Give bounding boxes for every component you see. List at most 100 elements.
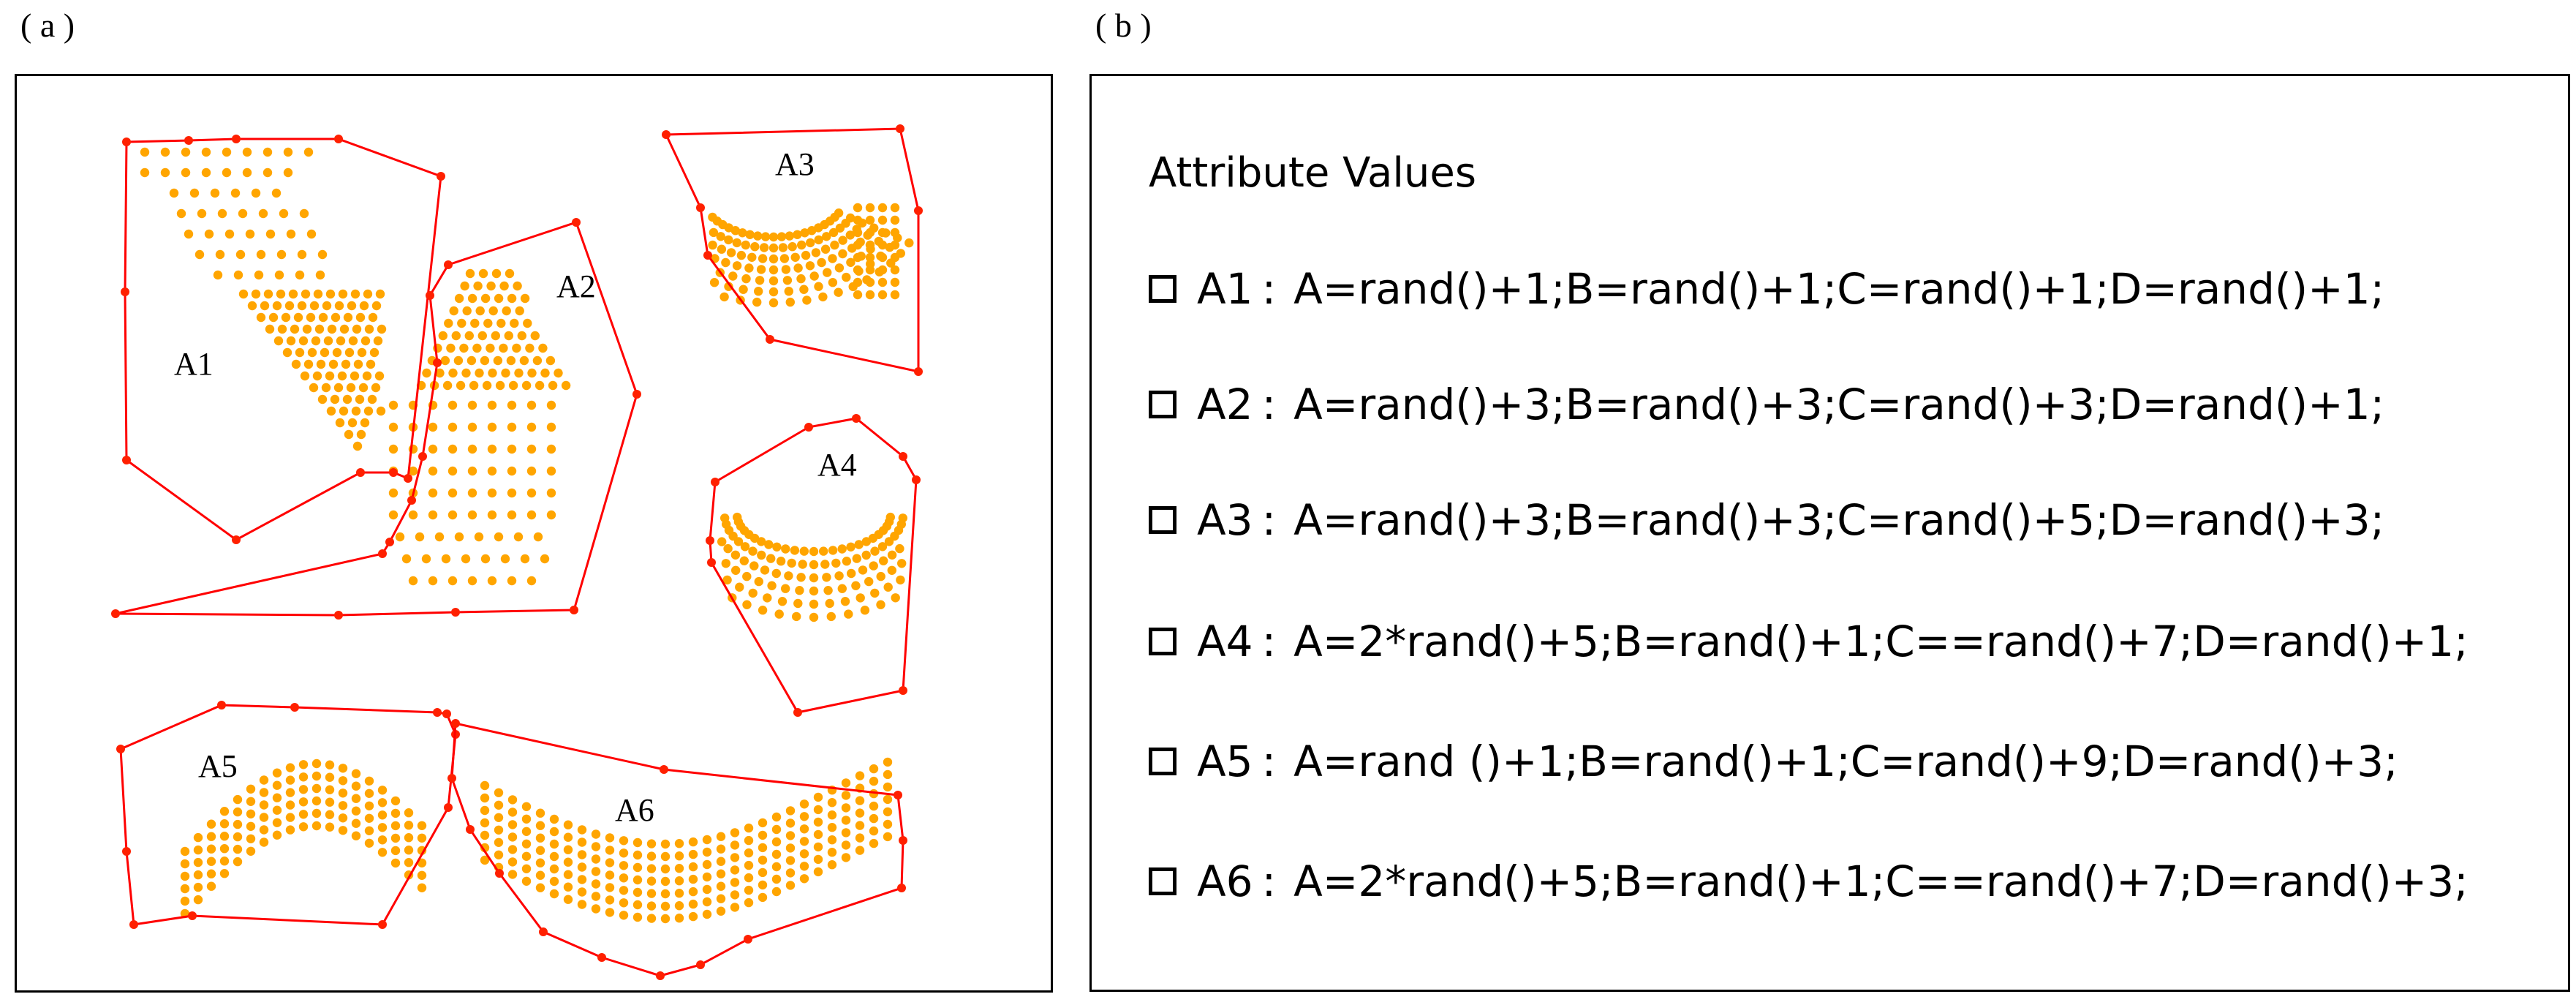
sample-point-a1 [290,324,300,334]
sample-point-a3 [853,227,863,238]
sample-point-a5 [338,764,348,773]
sample-point-a4 [793,598,803,609]
sample-point-a3 [890,252,900,263]
sample-point-a1 [233,270,243,280]
sample-point-a2 [546,444,556,454]
sample-point-a6 [605,858,615,867]
sample-point-a1 [265,229,276,239]
sample-point-a6 [688,899,698,909]
row-id: A2 [1197,380,1253,429]
sample-point-a4 [735,582,744,592]
sample-point-a3 [806,238,815,248]
sample-point-a6 [521,851,532,862]
sample-point-a5 [311,771,322,781]
sample-point-a4 [883,582,893,592]
sample-point-a3 [728,271,738,281]
sample-point-a3 [865,227,875,238]
sample-point-a2 [415,532,425,542]
boundary-vertex-a1 [232,135,241,143]
sample-point-a1 [298,336,309,346]
attribute-row-a1: A1 : A=rand()+1;B=rand()+1;C=rand()+1;D=… [1149,263,2384,315]
boundary-vertex-a6 [897,884,906,892]
boundary-vertex-a2 [418,452,427,461]
sample-point-a2 [475,368,484,378]
sample-point-a6 [521,802,532,811]
sample-point-a2 [512,343,521,353]
sample-point-a3 [758,254,768,263]
sample-point-a2 [401,554,412,564]
sample-point-a6 [674,839,684,848]
boundary-vertex-a6 [451,719,460,728]
sample-point-a3 [834,287,843,297]
attribute-row-a3: A3 : A=rand()+3;B=rand()+3;C=rand()+5;D=… [1149,494,2384,546]
boundary-vertex-a6 [597,953,606,962]
area-label-a4: A4 [817,447,857,483]
sample-point-a1 [297,301,307,311]
sample-point-a6 [841,853,851,862]
sample-point-a1 [197,208,207,219]
sample-point-a1 [346,383,356,393]
sample-point-a6 [619,873,629,883]
sample-point-a6 [549,814,559,824]
sample-point-a6 [883,794,893,805]
sample-point-a6 [535,870,545,880]
sample-point-a4 [870,588,880,598]
sample-point-a2 [474,532,484,542]
checkbox-icon[interactable] [1149,506,1176,534]
boundary-vertex-a6 [899,836,907,845]
sample-point-a3 [835,223,845,233]
sample-point-a1 [268,312,279,323]
row-separator: : [1261,495,1277,545]
sample-point-a4 [851,581,861,590]
sample-point-a4 [846,542,855,552]
sample-point-a2 [467,444,477,454]
sample-point-a4 [772,542,782,552]
sample-point-a4 [795,586,804,595]
sample-point-a4 [739,556,749,565]
sample-point-a3 [877,290,888,300]
sample-point-a3 [809,271,819,281]
sample-point-a1 [303,147,314,157]
checkbox-icon[interactable] [1149,391,1176,418]
sample-point-a4 [858,565,868,575]
sample-point-a2 [447,444,458,454]
boundary-vertex-a5 [122,847,131,856]
sample-point-a3 [845,230,855,240]
sample-point-a6 [799,812,809,821]
sample-point-a1 [293,312,303,323]
boundary-vertex-a3 [662,130,671,139]
sample-point-a2 [540,368,550,378]
sample-point-a1 [247,301,257,311]
sample-point-a2 [538,343,548,353]
sample-point-a4 [733,512,742,522]
sample-point-a5 [325,797,335,807]
checkbox-icon[interactable] [1149,275,1176,303]
sample-point-a3 [811,248,821,257]
boundary-a6 [450,722,904,977]
sample-point-a2 [435,368,445,378]
sample-point-a5 [338,813,348,823]
sample-point-a2 [408,510,418,520]
checkbox-icon[interactable] [1149,748,1176,775]
sample-point-a6 [577,862,587,872]
sample-point-a2 [499,343,508,353]
sample-point-a6 [827,823,837,832]
boundary-vertex-a3 [896,124,904,133]
checkbox-icon[interactable] [1149,867,1176,895]
sample-point-a1 [356,429,366,440]
sample-point-a6 [646,839,657,848]
sample-point-a3 [802,296,812,305]
sample-point-a3 [721,257,730,268]
sample-point-a6 [674,876,684,886]
sample-point-a2 [467,510,477,520]
sample-point-a2 [548,380,558,391]
sample-point-a6 [646,864,657,873]
sample-point-a5 [272,793,282,802]
sample-point-a6 [785,831,796,840]
sample-point-a1 [256,249,266,260]
sample-point-a6 [702,847,712,857]
sample-point-a4 [764,540,774,549]
sample-point-a2 [488,306,498,316]
checkbox-icon[interactable] [1149,628,1176,655]
sample-point-a1 [238,208,248,219]
